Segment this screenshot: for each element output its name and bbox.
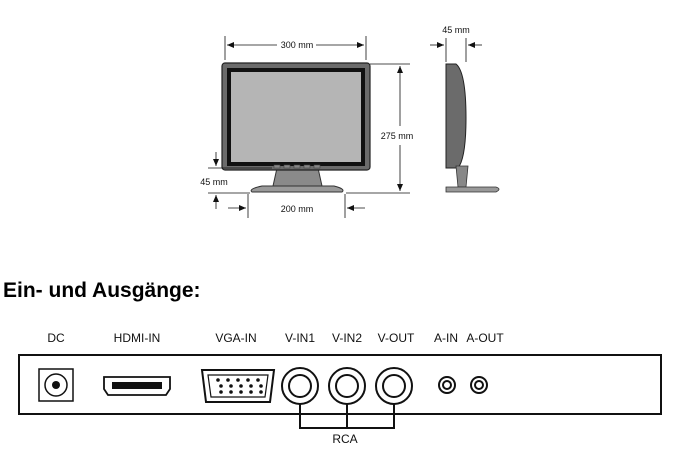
rca-jack-v-in2 — [328, 367, 366, 405]
rca-jack-v-in1 — [281, 367, 319, 405]
monitor-front-view — [221, 62, 371, 193]
monitor-side-view — [445, 63, 500, 193]
vga-port — [200, 369, 276, 403]
dimension-height: 275 mm — [346, 63, 414, 194]
section-heading: Ein- und Ausgänge: — [3, 279, 201, 302]
dc-jack — [38, 368, 74, 402]
audio-jack-a-out — [470, 376, 488, 394]
dimension-width: 300 mm — [224, 36, 367, 60]
port-label-vga-in: VGA-IN — [215, 331, 256, 345]
audio-jack-a-in — [438, 376, 456, 394]
stand-neck — [272, 167, 323, 187]
dimension-base-width: 200 mm — [228, 194, 365, 218]
side-stand-neck — [455, 165, 469, 188]
height-label: 275 mm — [381, 131, 414, 141]
depth-label: 45 mm — [442, 25, 470, 35]
width-label: 300 mm — [281, 40, 314, 50]
base-width-label: 200 mm — [281, 204, 314, 214]
port-label-v-in2: V-IN2 — [332, 331, 362, 345]
port-labels: DC HDMI-IN VGA-IN V-IN1 V-IN2 V-OUT A-IN… — [47, 331, 504, 345]
port-label-dc: DC — [47, 331, 65, 345]
rca-bracket — [299, 404, 395, 429]
dimension-depth: 45 mm — [430, 25, 482, 62]
dimension-stand-height: 45 mm — [200, 152, 272, 209]
monitor-screen — [227, 68, 365, 166]
port-label-v-in1: V-IN1 — [285, 331, 315, 345]
stand-base — [250, 185, 344, 193]
front-buttons — [273, 164, 321, 169]
stand-height-label: 45 mm — [200, 177, 228, 187]
side-body — [445, 63, 467, 169]
port-label-a-in: A-IN — [434, 331, 458, 345]
hdmi-port — [103, 376, 171, 396]
side-stand-base — [445, 186, 500, 193]
rca-label: RCA — [332, 432, 357, 446]
port-label-a-out: A-OUT — [466, 331, 504, 345]
rca-jack-v-out — [375, 367, 413, 405]
port-label-hdmi-in: HDMI-IN — [114, 331, 161, 345]
port-label-v-out: V-OUT — [378, 331, 415, 345]
